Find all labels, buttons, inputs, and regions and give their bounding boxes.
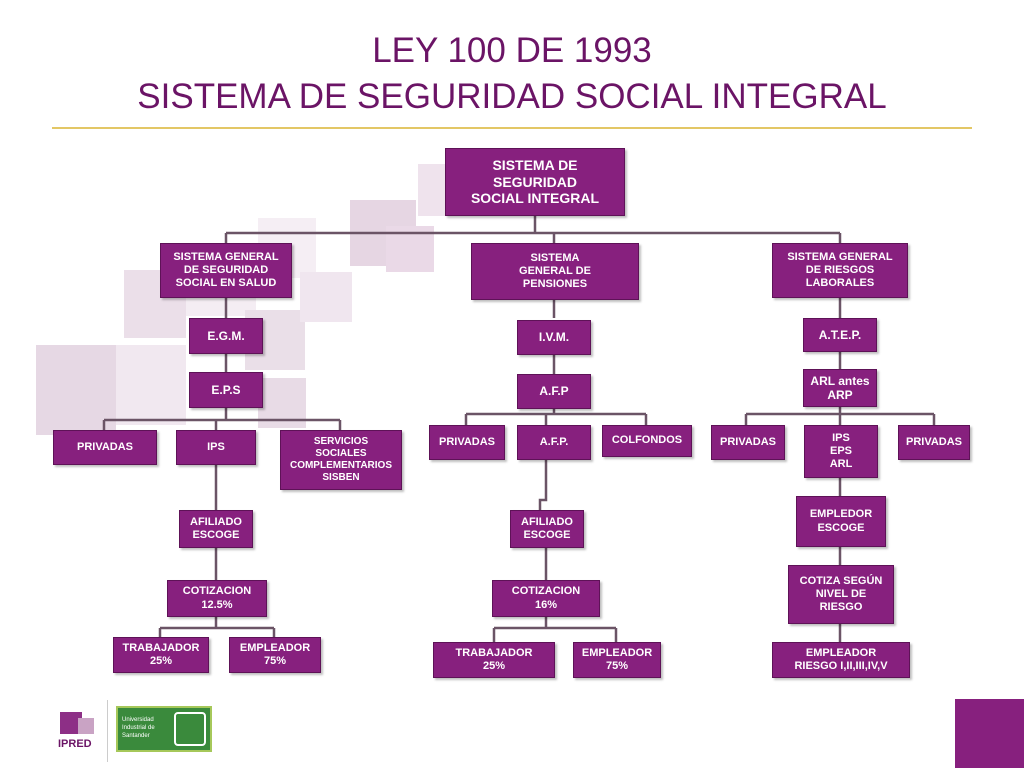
empleador-escoge-node: EMPLEDOR ESCOGE (796, 496, 886, 547)
uis-logo-mark (174, 712, 206, 746)
riesgos-privadas-right-node: PRIVADAS (898, 425, 970, 460)
riesgos-privadas-left-node: PRIVADAS (711, 425, 785, 460)
title-line-1: LEY 100 DE 1993 (372, 31, 652, 70)
pensiones-afiliado-label: AFILIADO ESCOGE (521, 515, 573, 541)
decorative-square (36, 345, 116, 435)
salud-ips-node: IPS (176, 430, 256, 465)
riesgos-privadas-right-label: PRIVADAS (905, 435, 963, 448)
salud-header-label: SISTEMA GENERAL DE SEGURIDAD SOCIAL EN S… (173, 250, 279, 290)
ips-eps-arl-node: IPS EPS ARL (804, 425, 878, 478)
salud-privadas-label: PRIVADAS (76, 440, 134, 453)
salud-empleador-label: EMPLEADOR 75% (239, 641, 311, 667)
salud-header-node: SISTEMA GENERAL DE SEGURIDAD SOCIAL EN S… (160, 243, 292, 298)
empleador-riesgo-label: EMPLEADOR RIESGO I,II,III,IV,V (794, 646, 888, 672)
slide-title: LEY 100 DE 1993 SISTEMA DE SEGURIDAD SOC… (0, 28, 1024, 120)
pensiones-empleador-label: EMPLEADOR 75% (581, 646, 653, 672)
pensiones-cotizacion-node: COTIZACION 16% (492, 580, 600, 617)
salud-afiliado-node: AFILIADO ESCOGE (179, 510, 253, 548)
uis-logo: Universidad Industrial de Santander (116, 706, 212, 752)
riesgos-header-label: SISTEMA GENERAL DE RIESGOS LABORALES (787, 250, 893, 290)
title-line-2: SISTEMA DE SEGURIDAD SOCIAL INTEGRAL (137, 77, 887, 116)
servicios-sociales-label: SERVICIOS SOCIALES COMPLEMENTARIOS SISBE… (289, 436, 393, 483)
pensiones-afiliado-node: AFILIADO ESCOGE (510, 510, 584, 548)
salud-empleador-node: EMPLEADOR 75% (229, 637, 321, 673)
empleador-escoge-label: EMPLEDOR ESCOGE (809, 508, 873, 534)
salud-cotizacion-node: COTIZACION 12.5% (167, 580, 267, 617)
uis-logo-text: Universidad Industrial de Santander (122, 717, 155, 739)
ips-eps-arl-label: IPS EPS ARL (829, 431, 853, 471)
pensiones-cotizacion-label: COTIZACION 16% (511, 585, 581, 611)
ipred-logo: IPRED (58, 708, 102, 760)
salud-ips-label: IPS (207, 440, 225, 453)
arl-label: ARL antes ARP (810, 373, 870, 402)
egm-label: E.G.M. (207, 328, 245, 343)
pensiones-empleador-node: EMPLEADOR 75% (573, 642, 661, 678)
pensiones-header-node: SISTEMA GENERAL DE PENSIONES (471, 243, 639, 300)
eps-node: E.P.S (189, 372, 263, 408)
ivm-node: I.V.M. (517, 320, 591, 355)
decorative-square (418, 164, 448, 216)
salud-afiliado-label: AFILIADO ESCOGE (190, 515, 242, 541)
pensiones-privadas-node: PRIVADAS (429, 425, 505, 460)
decorative-square (116, 345, 186, 425)
title-divider (52, 127, 972, 129)
root-node: SISTEMA DE SEGURIDAD SOCIAL INTEGRAL (445, 148, 625, 216)
atep-label: A.T.E.P. (818, 327, 862, 342)
servicios-sociales-node: SERVICIOS SOCIALES COMPLEMENTARIOS SISBE… (280, 430, 402, 490)
ivm-label: I.V.M. (538, 330, 570, 345)
footer-separator (107, 700, 108, 762)
salud-trabajador-label: TRABAJADOR 25% (122, 641, 200, 667)
riesgos-header-node: SISTEMA GENERAL DE RIESGOS LABORALES (772, 243, 908, 298)
salud-cotizacion-label: COTIZACION 12.5% (182, 585, 252, 611)
arl-node: ARL antes ARP (803, 369, 877, 407)
salud-privadas-node: PRIVADAS (53, 430, 157, 465)
pensiones-privadas-label: PRIVADAS (438, 435, 496, 448)
root-label: SISTEMA DE SEGURIDAD SOCIAL INTEGRAL (470, 156, 600, 207)
colfondos-node: COLFONDOS (602, 425, 692, 457)
cotiza-segun-riesgo-label: COTIZA SEGÚN NIVEL DE RIESGO (799, 574, 883, 614)
eps-label: E.P.S (211, 382, 241, 397)
colfondos-label: COLFONDOS (611, 434, 683, 447)
pensiones-trabajador-label: TRABAJADOR 25% (455, 646, 533, 672)
cotiza-segun-riesgo-node: COTIZA SEGÚN NIVEL DE RIESGO (788, 565, 894, 624)
empleador-riesgo-node: EMPLEADOR RIESGO I,II,III,IV,V (772, 642, 910, 678)
ipred-logo-mark-accent (78, 718, 94, 734)
pensiones-afp2-label: A.F.P. (539, 435, 569, 448)
riesgos-privadas-left-label: PRIVADAS (719, 435, 777, 448)
ipred-logo-mark (60, 712, 82, 734)
pensiones-trabajador-node: TRABAJADOR 25% (433, 642, 555, 678)
pensiones-afp2-node: A.F.P. (517, 425, 591, 460)
salud-trabajador-node: TRABAJADOR 25% (113, 637, 209, 673)
atep-node: A.T.E.P. (803, 318, 877, 352)
egm-node: E.G.M. (189, 318, 263, 354)
ipred-logo-text: IPRED (58, 738, 92, 750)
corner-accent-square (955, 699, 1024, 768)
afp-node: A.F.P (517, 374, 591, 409)
decorative-square (300, 272, 352, 322)
afp-label: A.F.P (539, 384, 569, 399)
pensiones-header-label: SISTEMA GENERAL DE PENSIONES (519, 251, 591, 291)
